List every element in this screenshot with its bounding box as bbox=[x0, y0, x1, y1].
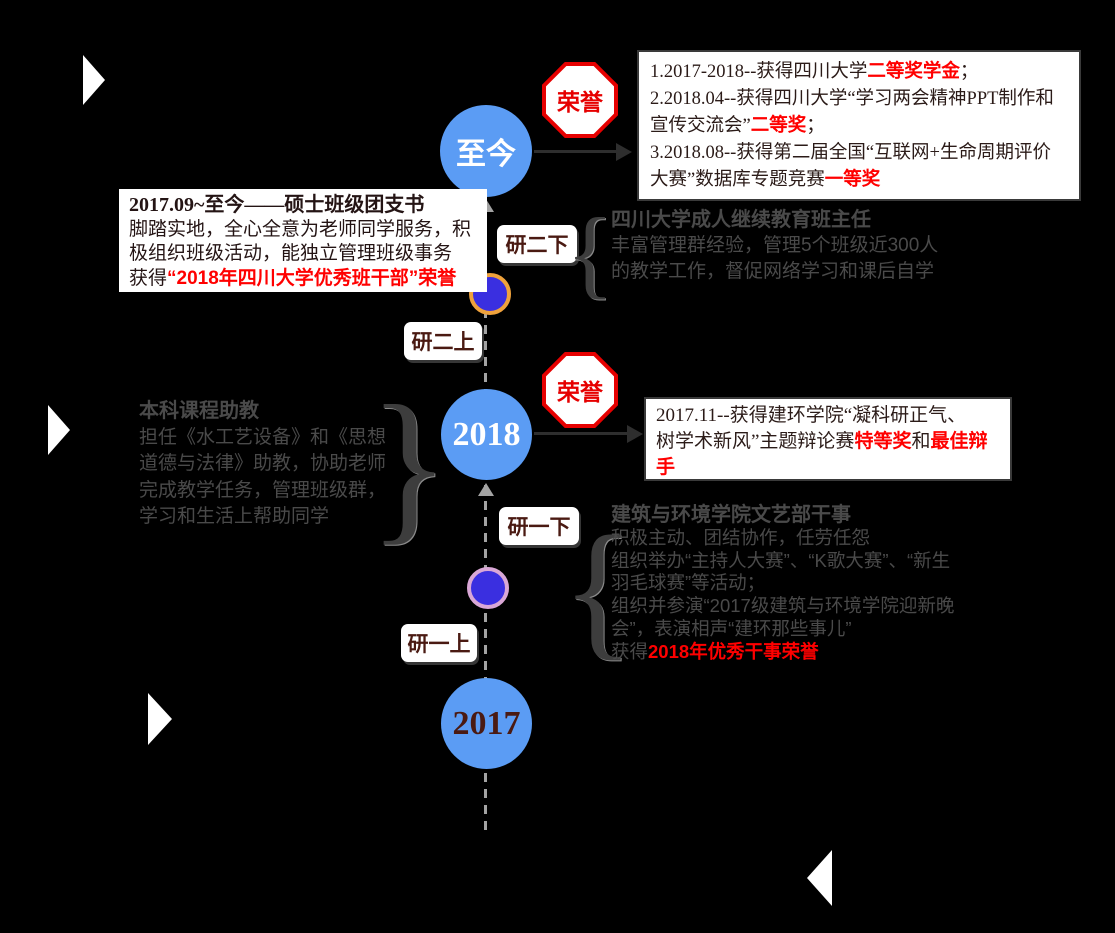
text-line: 3.2018.08--获得第二届全国“互联网+生命周期评价 bbox=[650, 143, 1051, 163]
brace-open-icon: { bbox=[566, 197, 614, 308]
timeline-dashed-line bbox=[484, 197, 487, 831]
semester-label-yan1xia: 研一下 bbox=[499, 507, 579, 545]
triangle-right-icon bbox=[148, 693, 172, 745]
box-title: 2017.09~至今——硕士班级团支书 bbox=[129, 194, 425, 216]
head-teacher-note: 四川大学成人继续教育班主任 丰富管理群经验，管理5个班级近300人的教学工作，督… bbox=[611, 207, 951, 285]
note-title: 建筑与环境学院文艺部干事 bbox=[611, 504, 851, 526]
text-line: 完成教学任务，管理班级群， bbox=[139, 479, 387, 501]
honor-badge-mid: 荣誉 bbox=[542, 352, 618, 428]
box-body: 脚踏实地，全心全意为老师同学服务，积极组织班级活动，能独立管理班级事务获得“20… bbox=[129, 218, 477, 292]
triangle-left-icon bbox=[807, 850, 832, 906]
text-line: 宣传交流会”二等奖； bbox=[650, 116, 825, 136]
honor-badge-top: 荣誉 bbox=[542, 62, 618, 138]
arrow-head-icon bbox=[627, 425, 643, 443]
timeline-node-2017: 2017 bbox=[441, 678, 532, 769]
honor-badge-label: 荣誉 bbox=[546, 356, 614, 424]
text-line: 会”，表演相声“建环那些事儿” bbox=[611, 617, 852, 639]
text-line: 获得“2018年四川大学优秀班干部”荣誉 bbox=[129, 267, 457, 289]
honor-badge-label: 荣誉 bbox=[546, 66, 614, 134]
timeline-node-now: 至今 bbox=[440, 105, 532, 197]
semester-label-yan2shang: 研二上 bbox=[404, 322, 482, 360]
semester-label-yan1shang: 研一上 bbox=[401, 624, 477, 662]
node-label: 2018 bbox=[452, 415, 521, 453]
text-line: 积极主动、团结协作，任劳任怨 bbox=[611, 526, 871, 548]
text-line: 1.2017-2018--获得四川大学二等奖学金； bbox=[650, 62, 979, 82]
text-line: 担任《水工艺设备》和《思想 bbox=[139, 426, 387, 448]
semester-text: 研二下 bbox=[505, 234, 569, 257]
text-line: 脚踏实地，全心全意为老师同学服务，积 bbox=[129, 218, 472, 240]
text-line: 组织并参演“2017级建筑与环境学院迎新晚 bbox=[611, 595, 955, 617]
up-arrow-icon bbox=[478, 483, 494, 496]
semester-label-yan2xia: 研二下 bbox=[497, 225, 577, 263]
text-line: 手 bbox=[656, 457, 676, 478]
triangle-right-icon bbox=[48, 405, 70, 455]
arrow-line bbox=[534, 432, 629, 435]
semester-text: 研一上 bbox=[407, 633, 471, 656]
text-line: 极组织班级活动，能独立管理班级事务 bbox=[129, 243, 453, 264]
note-body: 担任《水工艺设备》和《思想道德与法律》助教，协助老师完成教学任务，管理班级群， 学… bbox=[139, 425, 419, 531]
arts-department-note: 建筑与环境学院文艺部干事 积极主动、团结协作，任劳任怨组织举办“主持人大赛”、“… bbox=[611, 504, 971, 664]
note-title: 本科课程助教 bbox=[139, 400, 259, 422]
text-line: 羽毛球赛”等活动； bbox=[611, 572, 766, 594]
text-line: 2.2018.04--获得四川大学“学习两会精神PPT制作和 bbox=[650, 89, 1054, 109]
node-label: 2017 bbox=[452, 704, 521, 742]
timeline-dot-plum-ring bbox=[467, 567, 509, 609]
text-line: 丰富管理群经验，管理5个班级近300人 bbox=[611, 235, 939, 256]
awards-box-now: 1.2017-2018--获得四川大学二等奖学金； 2.2018.04--获得四川… bbox=[637, 50, 1081, 201]
semester-text: 研二上 bbox=[411, 331, 475, 354]
text-line: 获得2018年优秀干事荣誉 bbox=[611, 640, 819, 662]
arrow-line bbox=[534, 150, 618, 153]
text-line: 组织举办“主持人大赛”、“K歌大赛”、“新生 bbox=[611, 549, 951, 571]
arrow-head-icon bbox=[616, 143, 632, 161]
awards-box-2018: 2017.11--获得建环学院“凝科研正气、树学术新风”主题辩论赛特等奖和最佳辩… bbox=[644, 397, 1012, 481]
note-title: 四川大学成人继续教育班主任 bbox=[611, 209, 871, 231]
note-body: 积极主动、团结协作，任劳任怨组织举办“主持人大赛”、“K歌大赛”、“新生羽毛球赛… bbox=[611, 527, 971, 664]
semester-text: 研一下 bbox=[507, 516, 571, 539]
text-line: 学习和生活上帮助同学 bbox=[139, 506, 330, 527]
node-label: 至今 bbox=[456, 138, 516, 171]
text-line: 树学术新风”主题辩论赛特等奖和最佳辩 bbox=[656, 431, 988, 452]
note-body: 丰富管理群经验，管理5个班级近300人的教学工作，督促网络学习和课后自学 bbox=[611, 233, 951, 285]
text-line: 道德与法律》助教，协助老师 bbox=[139, 453, 387, 474]
class-secretary-box: 2017.09~至今——硕士班级团支书 脚踏实地，全心全意为老师同学服务，积极组… bbox=[119, 189, 487, 292]
text-line: 2017.11--获得建环学院“凝科研正气、 bbox=[656, 405, 967, 426]
timeline-node-2018: 2018 bbox=[441, 389, 532, 480]
teaching-assistant-note: 本科课程助教 担任《水工艺设备》和《思想道德与法律》助教，协助老师完成教学任务，… bbox=[139, 398, 419, 531]
triangle-right-icon bbox=[83, 55, 105, 105]
text-line: 的教学工作，督促网络学习和课后自学 bbox=[611, 261, 935, 282]
text-line: 大赛”数据库专题竞赛一等奖 bbox=[650, 170, 881, 190]
